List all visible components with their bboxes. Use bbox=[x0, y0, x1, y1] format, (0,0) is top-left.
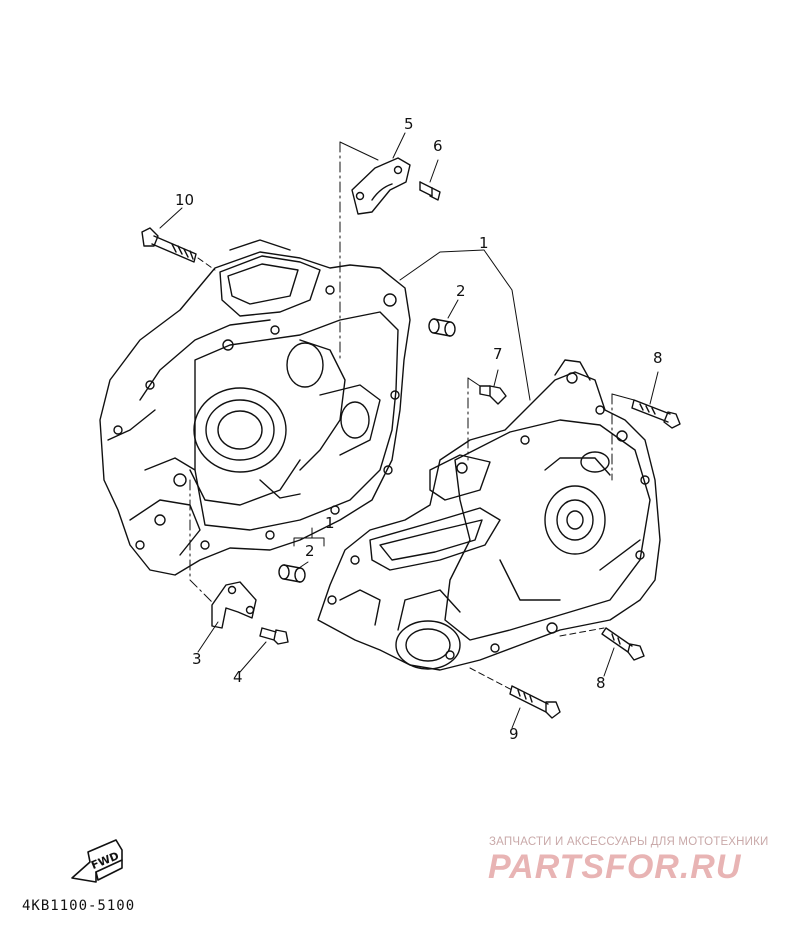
dowel-pin-2-lower bbox=[278, 564, 306, 583]
left-crankcase-half bbox=[99, 239, 411, 576]
bolt-9 bbox=[509, 685, 561, 719]
bolt-8-lower bbox=[601, 627, 645, 661]
bolt-6 bbox=[419, 181, 441, 201]
callout-1-lower: 1 bbox=[325, 514, 335, 532]
dowel-pin-2-upper bbox=[428, 318, 456, 337]
callout-5: 5 bbox=[404, 115, 414, 133]
callout-4: 4 bbox=[233, 668, 243, 686]
callout-8-lower: 8 bbox=[596, 674, 606, 692]
callout-10: 10 bbox=[175, 191, 195, 209]
callout-8-upper: 8 bbox=[653, 349, 663, 367]
callout-6: 6 bbox=[433, 137, 443, 155]
callout-9: 9 bbox=[509, 725, 519, 743]
bolt-8-upper bbox=[631, 399, 681, 429]
bracket-plate-5 bbox=[351, 157, 411, 215]
fwd-arrow-icon bbox=[71, 839, 123, 883]
right-crankcase-half bbox=[317, 359, 661, 671]
bracket-plate-3 bbox=[211, 581, 257, 629]
bolt-7 bbox=[479, 385, 507, 405]
leader-lines bbox=[159, 132, 659, 729]
callout-7: 7 bbox=[493, 345, 503, 363]
callout-2-upper: 2 bbox=[456, 282, 466, 300]
watermark-brand: PARTSFOR.RU bbox=[488, 848, 742, 886]
diagram-part-code: 4KB1100-5100 bbox=[22, 898, 136, 914]
callout-3: 3 bbox=[192, 650, 202, 668]
bolt-4 bbox=[259, 627, 289, 645]
callout-2-lower: 2 bbox=[305, 542, 315, 560]
bolt-10 bbox=[141, 227, 197, 263]
watermark-tagline: ЗАПЧАСТИ И АКСЕССУАРЫ ДЛЯ МОТОТЕХНИКИ bbox=[489, 836, 769, 848]
callout-1-upper: 1 bbox=[479, 234, 489, 252]
